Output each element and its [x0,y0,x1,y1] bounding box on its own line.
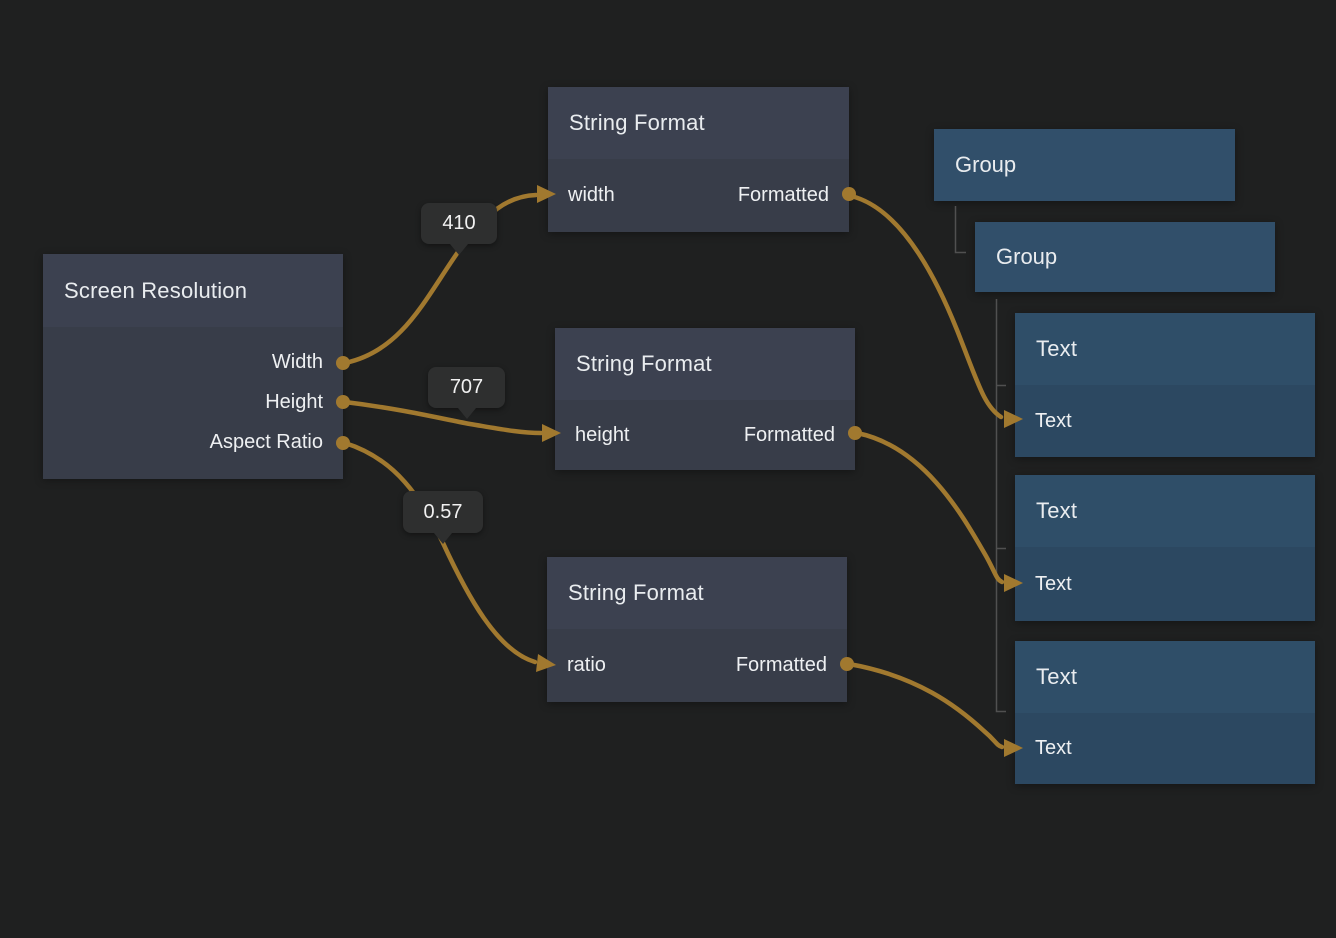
output-port-formatted-label[interactable]: Formatted [737,184,829,206]
node-body: Width Height Aspect Ratio [43,327,343,479]
badge-value: 410 [442,212,476,234]
node-title: String Format [576,351,712,376]
node-body: ratio Formatted [547,629,847,702]
node-string-format-height[interactable]: String Format height Formatted [555,328,855,470]
node-text-height[interactable]: Text Text [1015,475,1315,621]
value-badge-height: 707 [428,367,505,419]
node-body: Text [1015,385,1315,457]
node-title: Group [955,152,1017,177]
node-string-format-ratio[interactable]: String Format ratio Formatted [547,557,847,702]
port-label: Height [265,390,323,413]
value-badge-ratio: 0.57 [403,491,483,544]
output-port-width[interactable]: Width [43,342,343,382]
node-text-ratio[interactable]: Text Text [1015,641,1315,784]
node-title: String Format [568,580,704,605]
node-text-width[interactable]: Text Text [1015,313,1315,457]
value-badge-width: 410 [421,203,497,255]
node-group-outer[interactable]: Group [934,129,1235,201]
node-title-bar[interactable]: Text [1015,475,1315,547]
node-title-bar[interactable]: Text [1015,641,1315,713]
badge-value: 0.57 [423,500,463,523]
node-group-inner[interactable]: Group [975,222,1275,292]
node-title: Group [996,244,1058,269]
node-title: Text [1036,336,1078,361]
port-label: Aspect Ratio [209,430,323,453]
input-port-height-label[interactable]: height [575,423,630,446]
node-title-bar[interactable]: String Format [548,87,849,159]
node-title: String Format [569,110,705,135]
node-body: Text [1015,547,1315,621]
wire-ratio-to-string-format[interactable] [342,440,538,665]
node-title-bar[interactable]: Text [1015,313,1315,385]
output-port-formatted-label[interactable]: Formatted [743,423,835,446]
input-port-width-label[interactable]: width [568,184,615,206]
input-port-text-label[interactable]: Text [1035,572,1072,595]
node-title: Text [1036,664,1078,689]
node-body: Text [1015,713,1315,784]
wire-formatted-to-text-2[interactable] [854,430,1005,585]
node-title-bar[interactable]: String Format [555,328,855,400]
wire-formatted-to-text-3[interactable] [846,661,1005,750]
input-port-text-label[interactable]: Text [1035,409,1072,432]
output-port-aspect-ratio[interactable]: Aspect Ratio [43,422,343,462]
node-title-bar[interactable]: String Format [547,557,847,629]
node-title: Screen Resolution [64,277,248,303]
tree-line-inner-group-trunk [995,299,1006,713]
node-string-format-width[interactable]: String Format width Formatted [548,87,849,232]
port-label: Width [271,350,323,373]
input-port-ratio-label[interactable]: ratio [567,654,606,676]
node-body: height Formatted [555,400,855,470]
input-port-text-label[interactable]: Text [1035,737,1072,759]
node-title: Text [1036,498,1078,523]
node-title-bar[interactable]: Screen Resolution [43,254,343,327]
output-port-height[interactable]: Height [43,382,343,422]
node-body: width Formatted [548,159,849,232]
tree-line-outer-to-inner-group [954,206,966,254]
output-port-formatted-label[interactable]: Formatted [735,654,827,676]
badge-value: 707 [449,376,484,398]
node-screen-resolution[interactable]: Screen Resolution Width Height Aspect Ra… [43,254,343,479]
